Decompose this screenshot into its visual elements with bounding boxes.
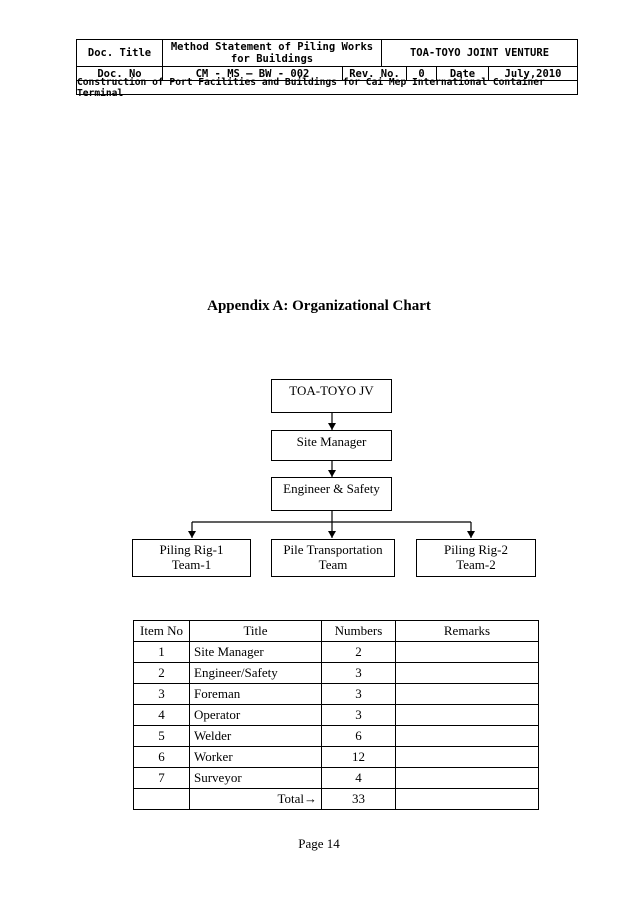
cell-empty [133, 788, 190, 810]
org-box-site-manager: Site Manager [271, 430, 392, 461]
cell-number: 12 [321, 746, 396, 768]
org-box-piling-rig-2: Piling Rig-2 Team-2 [416, 539, 536, 577]
header-row-project: Construction of Port Facilities and Buil… [77, 77, 577, 99]
header-title: Title [189, 620, 322, 642]
doc-title-line2: for Buildings [230, 53, 314, 65]
org-box-team1-line1: Piling Rig-1 [159, 542, 224, 557]
rev-no-label: Rev. No. [343, 67, 407, 80]
cell-number: 3 [321, 683, 396, 705]
org-box-piling-rig-1: Piling Rig-1 Team-1 [132, 539, 251, 577]
cell-item: 7 [133, 767, 190, 789]
cell-number: 6 [321, 725, 396, 747]
staff-table: Item No Title Numbers Remarks 1 Site Man… [133, 620, 539, 810]
org-box-engineer-label: Engineer & Safety [283, 481, 380, 496]
table-header-row: Item No Title Numbers Remarks [133, 620, 539, 642]
table-total-row: Total→ 33 [133, 788, 539, 810]
cell-remarks [395, 746, 539, 768]
org-box-engineer-safety: Engineer & Safety [271, 477, 392, 511]
cell-title: Worker [189, 746, 322, 768]
cell-number: 4 [321, 767, 396, 789]
cell-title: Foreman [189, 683, 322, 705]
table-row: 5 Welder 6 [133, 725, 539, 747]
table-row: 7 Surveyor 4 [133, 767, 539, 789]
table-row: 4 Operator 3 [133, 704, 539, 726]
date-label: Date [437, 67, 489, 80]
header-numbers: Numbers [321, 620, 396, 642]
cell-number: 2 [321, 641, 396, 663]
doc-no-label: Doc. No [77, 67, 163, 80]
cell-title: Site Manager [189, 641, 322, 663]
cell-remarks [395, 662, 539, 684]
date-value: July,2010 [504, 67, 562, 80]
document-header: Doc. Title Method Statement of Piling Wo… [76, 39, 578, 99]
total-label: Total→ [189, 788, 322, 810]
org-box-top-label: TOA-TOYO JV [289, 383, 374, 398]
doc-title-value: Method Statement of Piling Works for Bui… [163, 40, 382, 66]
org-box-team2-line2: Team-2 [456, 557, 496, 572]
cell-item: 2 [133, 662, 190, 684]
cell-title: Engineer/Safety [189, 662, 322, 684]
table-row: 1 Site Manager 2 [133, 641, 539, 663]
table-row: 2 Engineer/Safety 3 [133, 662, 539, 684]
table-row: 6 Worker 12 [133, 746, 539, 768]
cell-title: Welder [189, 725, 322, 747]
cell-remarks [395, 641, 539, 663]
cell-number: 3 [321, 704, 396, 726]
cell-remarks [395, 767, 539, 789]
org-box-team1-line2: Team-1 [171, 557, 212, 572]
org-box-transport-line2: Team [318, 557, 348, 572]
cell-title: Surveyor [189, 767, 322, 789]
org-box-team2-line1: Piling Rig-2 [444, 542, 508, 557]
org-box-toa-toyo-jv: TOA-TOYO JV [271, 379, 392, 413]
total-value: 33 [321, 788, 396, 810]
appendix-title: Appendix A: Organizational Chart [207, 298, 431, 314]
cell-item: 3 [133, 683, 190, 705]
org-box-transport-line1: Pile Transportation [283, 542, 383, 557]
cell-remarks [395, 683, 539, 705]
cell-item: 1 [133, 641, 190, 663]
cell-remarks [395, 704, 539, 726]
cell-item: 5 [133, 725, 190, 747]
header-item-no: Item No [133, 620, 190, 642]
rev-no-value: 0 [407, 67, 437, 80]
table-row: 3 Foreman 3 [133, 683, 539, 705]
cell-title: Operator [189, 704, 322, 726]
project-name: Construction of Port Facilities and Buil… [77, 76, 545, 99]
cell-item: 6 [133, 746, 190, 768]
doc-no-value: CM - MS – BW - 002 [163, 67, 343, 80]
doc-title-line1: Method Statement of Piling Works [170, 41, 374, 53]
company-name: TOA-TOYO JOINT VENTURE [409, 47, 550, 59]
cell-number: 3 [321, 662, 396, 684]
cell-item: 4 [133, 704, 190, 726]
page-number: Page 14 [298, 836, 340, 851]
header-remarks: Remarks [395, 620, 539, 642]
org-box-pile-transportation: Pile Transportation Team [271, 539, 395, 577]
header-row-title: Doc. Title Method Statement of Piling Wo… [77, 40, 577, 67]
doc-title-label: Doc. Title [77, 40, 163, 66]
cell-remarks [395, 725, 539, 747]
org-box-manager-label: Site Manager [296, 434, 367, 449]
header-row-docno: Doc. No CM - MS – BW - 002 Rev. No. 0 Da… [77, 67, 577, 81]
cell-empty [395, 788, 539, 810]
